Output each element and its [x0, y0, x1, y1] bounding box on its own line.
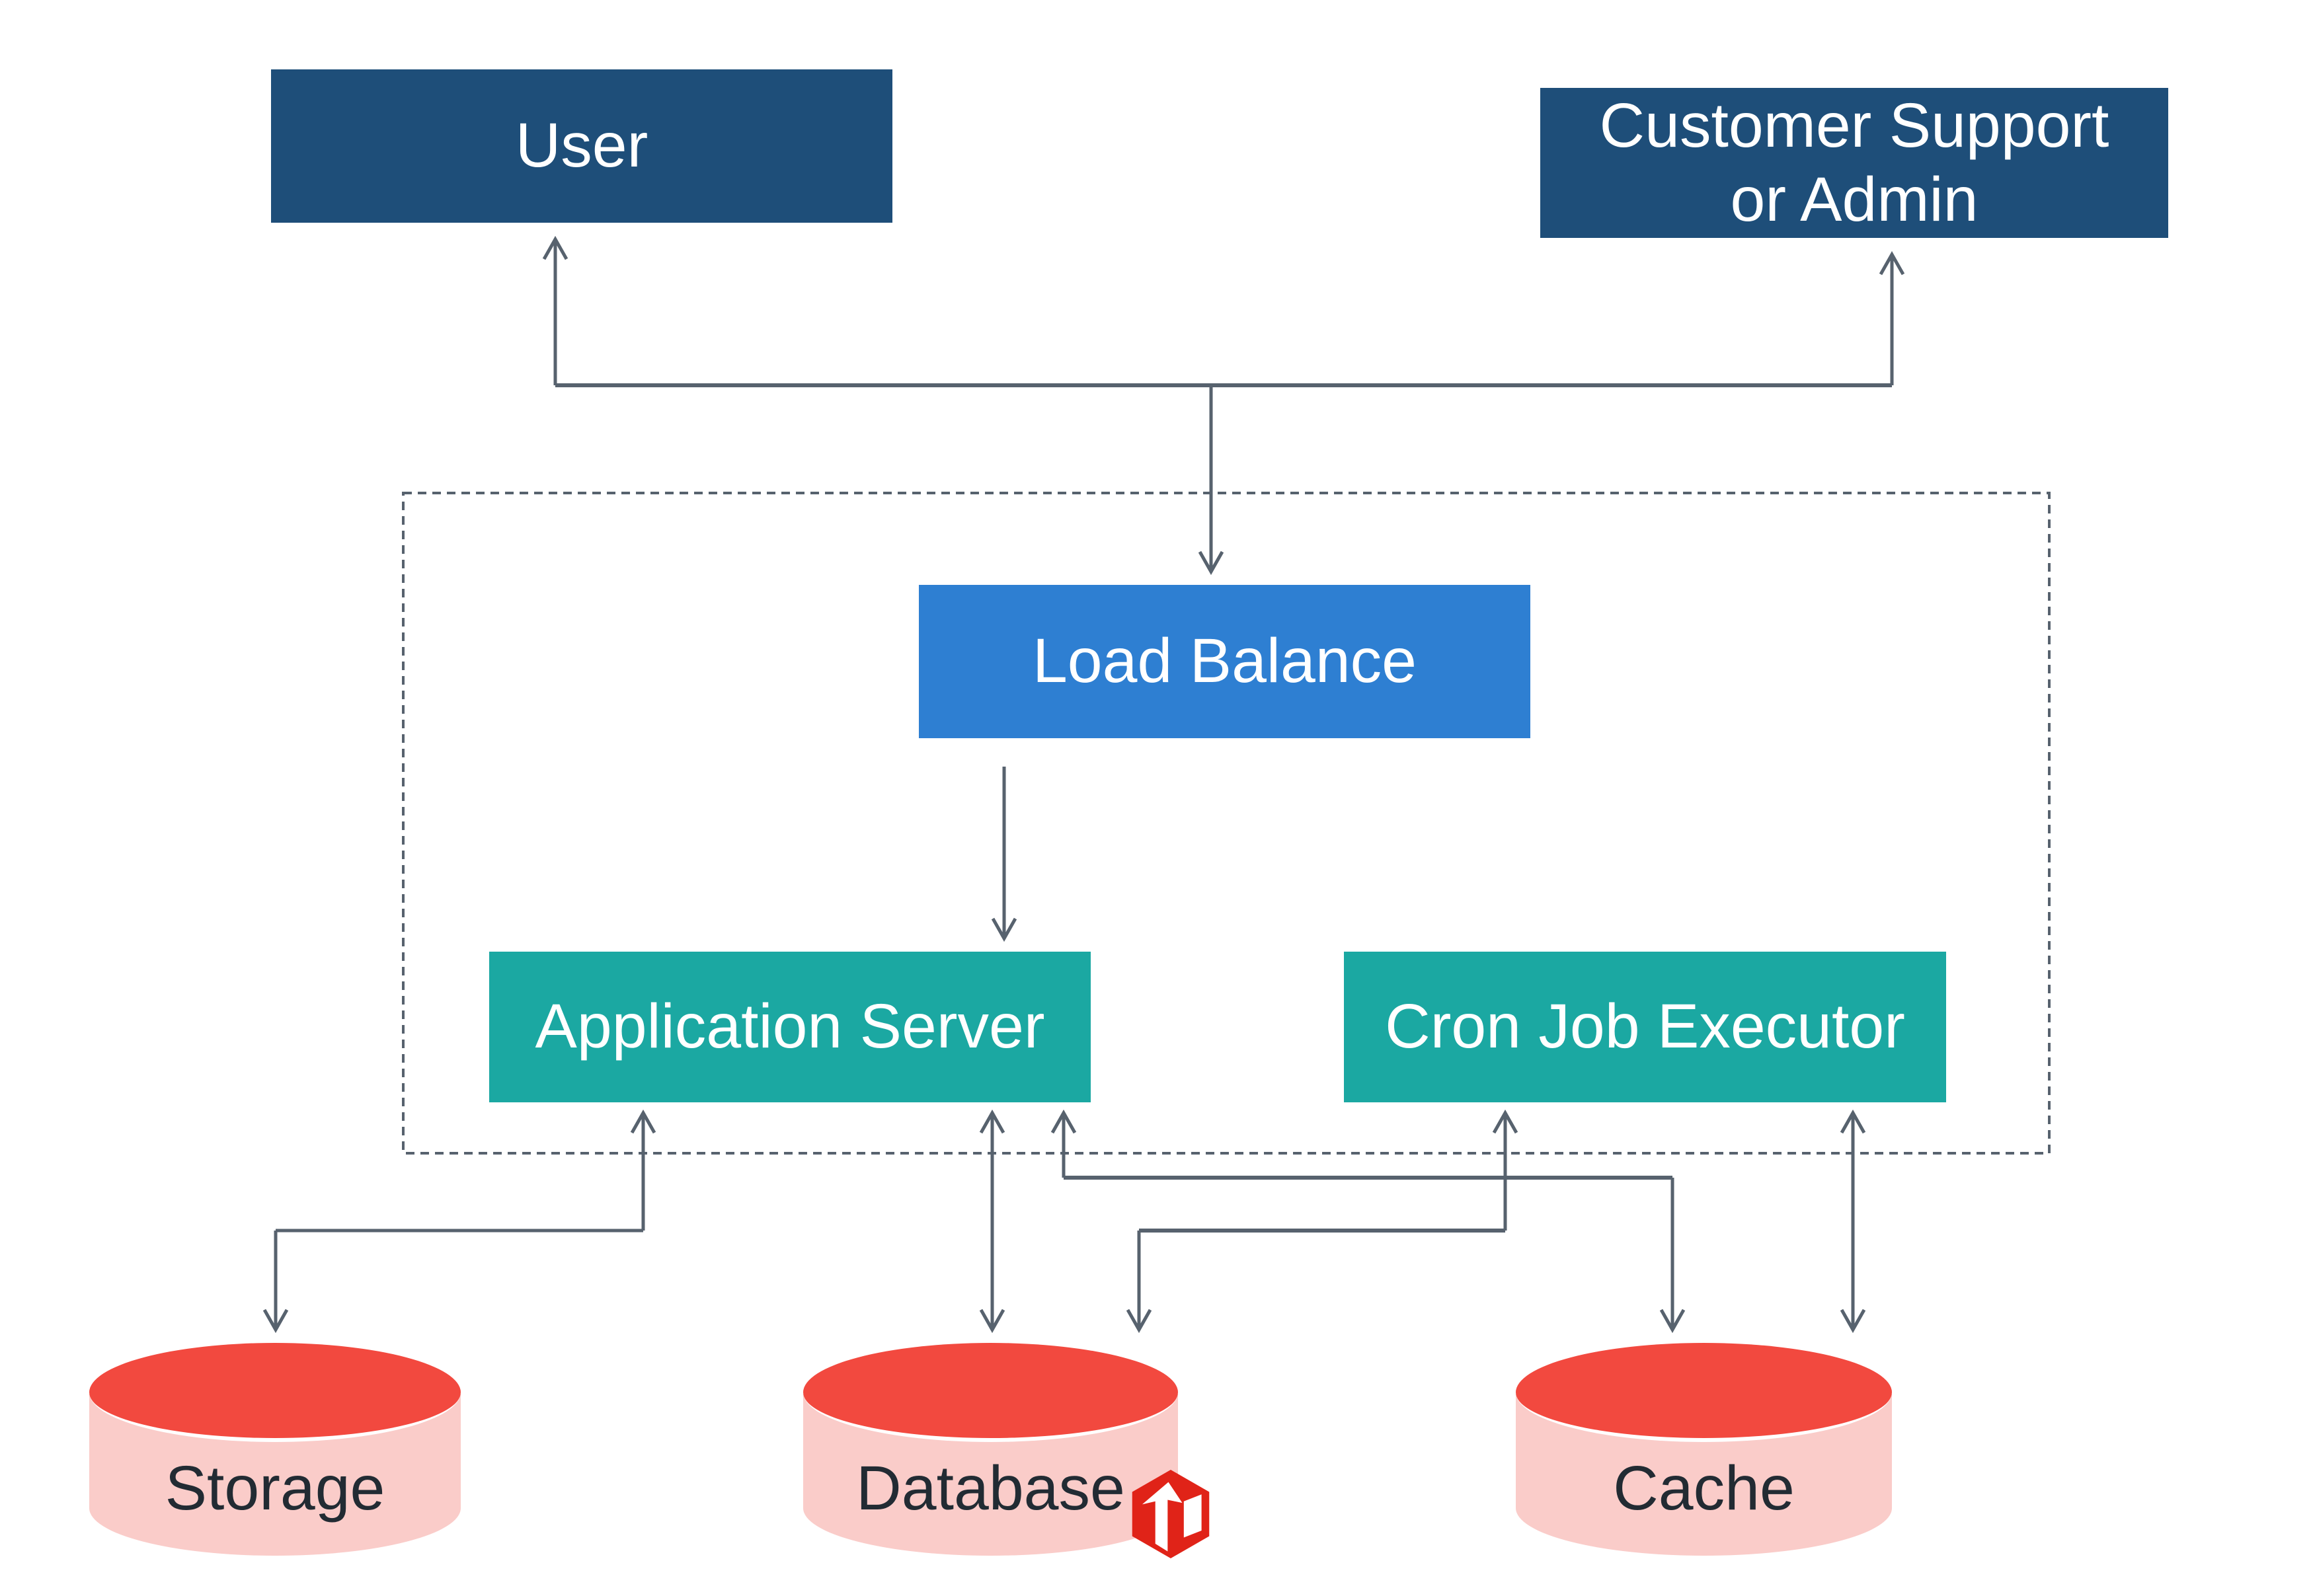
node-user-label: User [515, 110, 648, 181]
database-cylinder-top [803, 1343, 1178, 1442]
infrastructure-boundary [402, 492, 2051, 1155]
node-load-balance-label: Load Balance [1032, 626, 1417, 697]
cache-cylinder-top [1516, 1343, 1892, 1442]
node-database-cylinder: Database [803, 1343, 1178, 1556]
node-load-balance: Load Balance [919, 585, 1530, 738]
node-customer-support-or-admin: Customer Support or Admin [1540, 88, 2168, 238]
node-cache-label: Cache [1613, 1453, 1795, 1523]
tidb-logo-arrow [1142, 1482, 1183, 1552]
node-storage-label: Storage [165, 1453, 385, 1523]
node-database-label: Database [856, 1453, 1125, 1523]
node-user: User [271, 69, 892, 223]
storage-cylinder-top [89, 1343, 461, 1442]
node-customer-support-label: Customer Support or Admin [1599, 91, 2109, 235]
node-cron-job-executor-label: Cron Job Executor [1385, 991, 1905, 1062]
tidb-logo-hexagon [1132, 1470, 1210, 1558]
tidb-logo-icon [1132, 1470, 1210, 1558]
node-storage-cylinder: Storage [89, 1343, 461, 1556]
node-application-server-label: Application Server [535, 991, 1045, 1062]
tidb-logo-bar [1183, 1494, 1202, 1538]
node-cache-cylinder: Cache [1516, 1343, 1892, 1556]
node-application-server: Application Server [489, 952, 1091, 1102]
node-cron-job-executor: Cron Job Executor [1344, 952, 1946, 1102]
